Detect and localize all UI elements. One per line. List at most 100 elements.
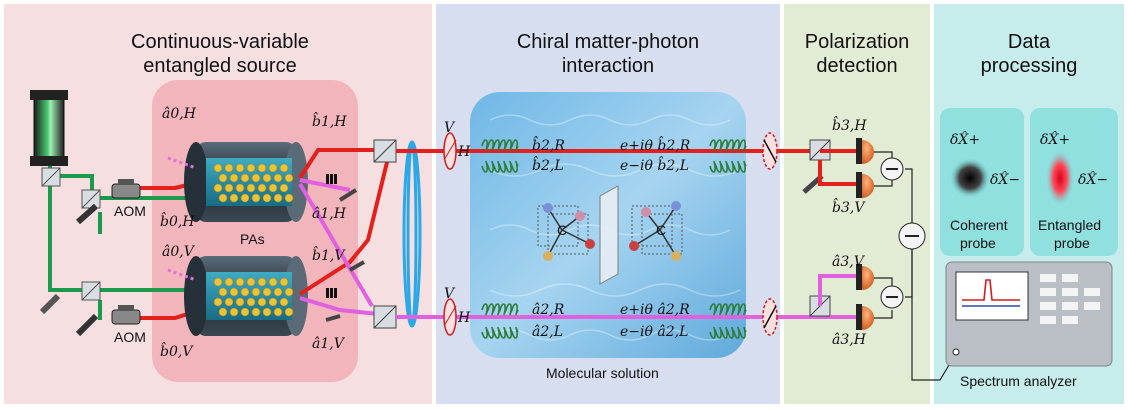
detection-panel (784, 4, 930, 404)
atom (240, 287, 250, 297)
label-carbon-right: C (656, 222, 666, 238)
atom (273, 193, 283, 203)
atom (229, 287, 239, 297)
helix-coil (709, 303, 747, 316)
label-pas: PAs (240, 231, 265, 247)
label-entangled-1: Entangled (1038, 217, 1101, 233)
atom (279, 297, 289, 307)
laser (33, 93, 65, 163)
title-detection-line1: Polarization (804, 31, 910, 53)
atom (224, 277, 234, 287)
label-dXminus-coherent: δX̂− (990, 170, 1020, 188)
atom (240, 193, 250, 203)
label-mode-a0H: â0,H (162, 106, 197, 122)
atom (218, 307, 228, 317)
label-spectrum-analyzer: Spectrum analyzer (960, 373, 1077, 389)
atom (257, 277, 267, 287)
label-phase-a2R: e+iθ â2,R (620, 302, 690, 318)
title-processing-line1: Data (1007, 31, 1051, 53)
label-mode-b2R: b̂2,R (532, 135, 565, 154)
atom (235, 183, 245, 193)
atom (251, 287, 261, 297)
label-mode-b3V: b̂3,V (832, 197, 866, 216)
atom (279, 163, 289, 173)
atom (284, 173, 294, 183)
atom (229, 193, 239, 203)
label-coherent-2: probe (960, 235, 996, 251)
helix-coil (481, 160, 519, 173)
label-mode-b3H: b̂3,H (832, 115, 867, 134)
atom (224, 297, 234, 307)
label-dXminus-entangled: δX̂− (1078, 170, 1108, 188)
atom (262, 193, 272, 203)
label-mode-b1H: b̂1,H (312, 111, 347, 130)
atom (235, 297, 245, 307)
title-source-line1: Continuous-variable (131, 31, 309, 53)
aom-bottom (111, 305, 141, 325)
atom (273, 287, 283, 297)
analyzer-buttons (1040, 274, 1100, 324)
label-mode-a1H: â1,H (312, 206, 347, 222)
atom (229, 307, 239, 317)
label-mode-a0V: â0,V (162, 244, 196, 260)
atom (251, 307, 261, 317)
atom (257, 183, 267, 193)
atom (246, 277, 256, 287)
title-processing: Data processing (936, 30, 1122, 78)
label-mode-b1V: b̂1,V (312, 245, 346, 264)
atom (284, 287, 294, 297)
chiral-molecules (537, 185, 683, 285)
detector-wiring (874, 151, 953, 381)
squeezed-state-distribution (1046, 150, 1074, 206)
atom (246, 297, 256, 307)
atom-clusters (213, 163, 294, 317)
atom (240, 307, 250, 317)
label-mode-a3V: â3,V (832, 254, 866, 270)
atom (273, 307, 283, 317)
helix-coil (481, 326, 519, 339)
helix-coil (709, 160, 747, 173)
mirrors-left (39, 203, 99, 337)
label-molecular-solution: Molecular solution (546, 365, 659, 381)
waveplate-upper (443, 132, 457, 170)
amplifier-outputs (298, 148, 392, 316)
atom (229, 173, 239, 183)
atom (218, 287, 228, 297)
fiber-loops (402, 140, 422, 328)
atom (240, 173, 250, 183)
label-entangled-2: probe (1054, 235, 1090, 251)
analyzer-trace-red (962, 279, 1020, 301)
atom (218, 193, 228, 203)
subtractors (880, 157, 926, 309)
coherent-state-distribution (950, 158, 990, 198)
atom (251, 193, 261, 203)
label-coherent-1: Coherent (950, 217, 1008, 233)
label-mode-b0V: b̂0,V (160, 341, 194, 360)
helix-coil (709, 139, 747, 152)
helical-photons (481, 139, 747, 339)
atom (262, 173, 272, 183)
label-pol-H-upper: H (457, 144, 471, 160)
atom (251, 173, 261, 183)
title-source-line2: entangled source (143, 55, 297, 77)
atom (213, 183, 223, 193)
atom (235, 277, 245, 287)
atom (284, 307, 294, 317)
detection-beams (818, 149, 860, 319)
label-carbon-left: C (557, 222, 567, 238)
waveplate-upper-right (762, 132, 778, 170)
title-source: Continuous-variable entangled source (60, 30, 380, 78)
aom-top (111, 179, 141, 199)
label-aom-bottom: AOM (114, 329, 146, 345)
atom (262, 287, 272, 297)
waveplate-lower (443, 298, 457, 336)
small-mirrors (325, 188, 365, 322)
atom (246, 183, 256, 193)
atom (235, 163, 245, 173)
atom (268, 163, 278, 173)
helix-coil (481, 303, 519, 316)
atom (268, 297, 278, 307)
label-aom-top: AOM (114, 203, 146, 219)
helix-coil (709, 326, 747, 339)
